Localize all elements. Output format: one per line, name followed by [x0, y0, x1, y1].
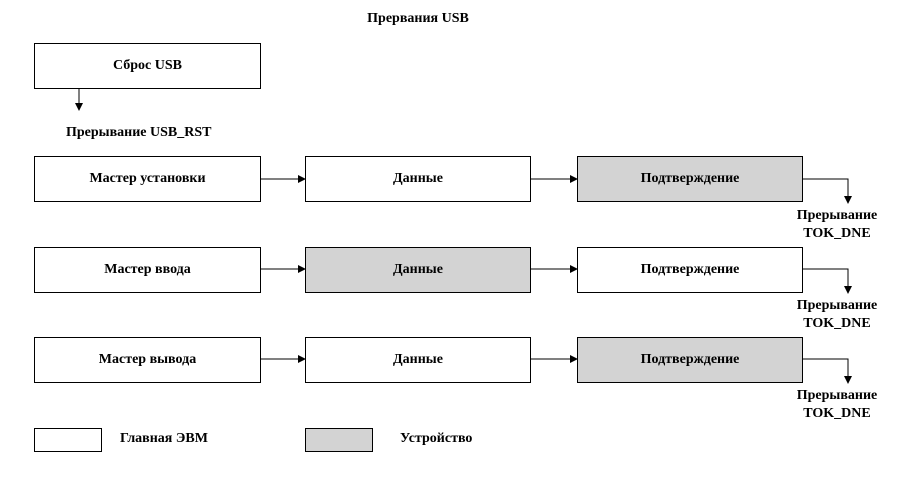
row-2-stage-3: Подтверждение [577, 247, 803, 293]
reset-interrupt-label: Прерывание USB_RST [66, 125, 212, 140]
legend-device-label: Устройство [400, 431, 473, 446]
row-1-interrupt: Прерывание TOK_DNE [777, 207, 897, 243]
row-3-interrupt-line-2: TOK_DNE [803, 406, 871, 421]
row-2-interrupt-line-1: Прерывание [796, 298, 878, 313]
row-3-stage-3: Подтверждение [577, 337, 803, 383]
row-3-interrupt: Прерывание TOK_DNE [777, 387, 897, 423]
row-2-interrupt-line-2: TOK_DNE [803, 316, 871, 331]
row-1-stage-1: Мастер установки [34, 156, 261, 202]
legend-host-swatch [34, 428, 102, 452]
row-3-stage-1: Мастер вывода [34, 337, 261, 383]
row-1-stage-3: Подтверждение [577, 156, 803, 202]
row-2-stage-2: Данные [305, 247, 531, 293]
row-1-stage-2: Данные [305, 156, 531, 202]
row-2-irq-arrow [803, 268, 852, 294]
row-1-interrupt-line-2: TOK_DNE [803, 226, 871, 241]
row-1-irq-arrow [803, 178, 852, 204]
row-2-interrupt: Прерывание TOK_DNE [777, 297, 897, 333]
row-3-irq-arrow [803, 358, 852, 384]
row-3-interrupt-line-1: Прерывание [796, 388, 878, 403]
legend-host-label: Главная ЭВМ [120, 431, 208, 446]
row-3-stage-2: Данные [305, 337, 531, 383]
legend-device-swatch [305, 428, 373, 452]
row-2-stage-1: Мастер ввода [34, 247, 261, 293]
row-1-interrupt-line-1: Прерывание [796, 208, 878, 223]
diagram-title: Прервания USB [367, 11, 469, 26]
reset-box: Сброс USB [34, 43, 261, 89]
